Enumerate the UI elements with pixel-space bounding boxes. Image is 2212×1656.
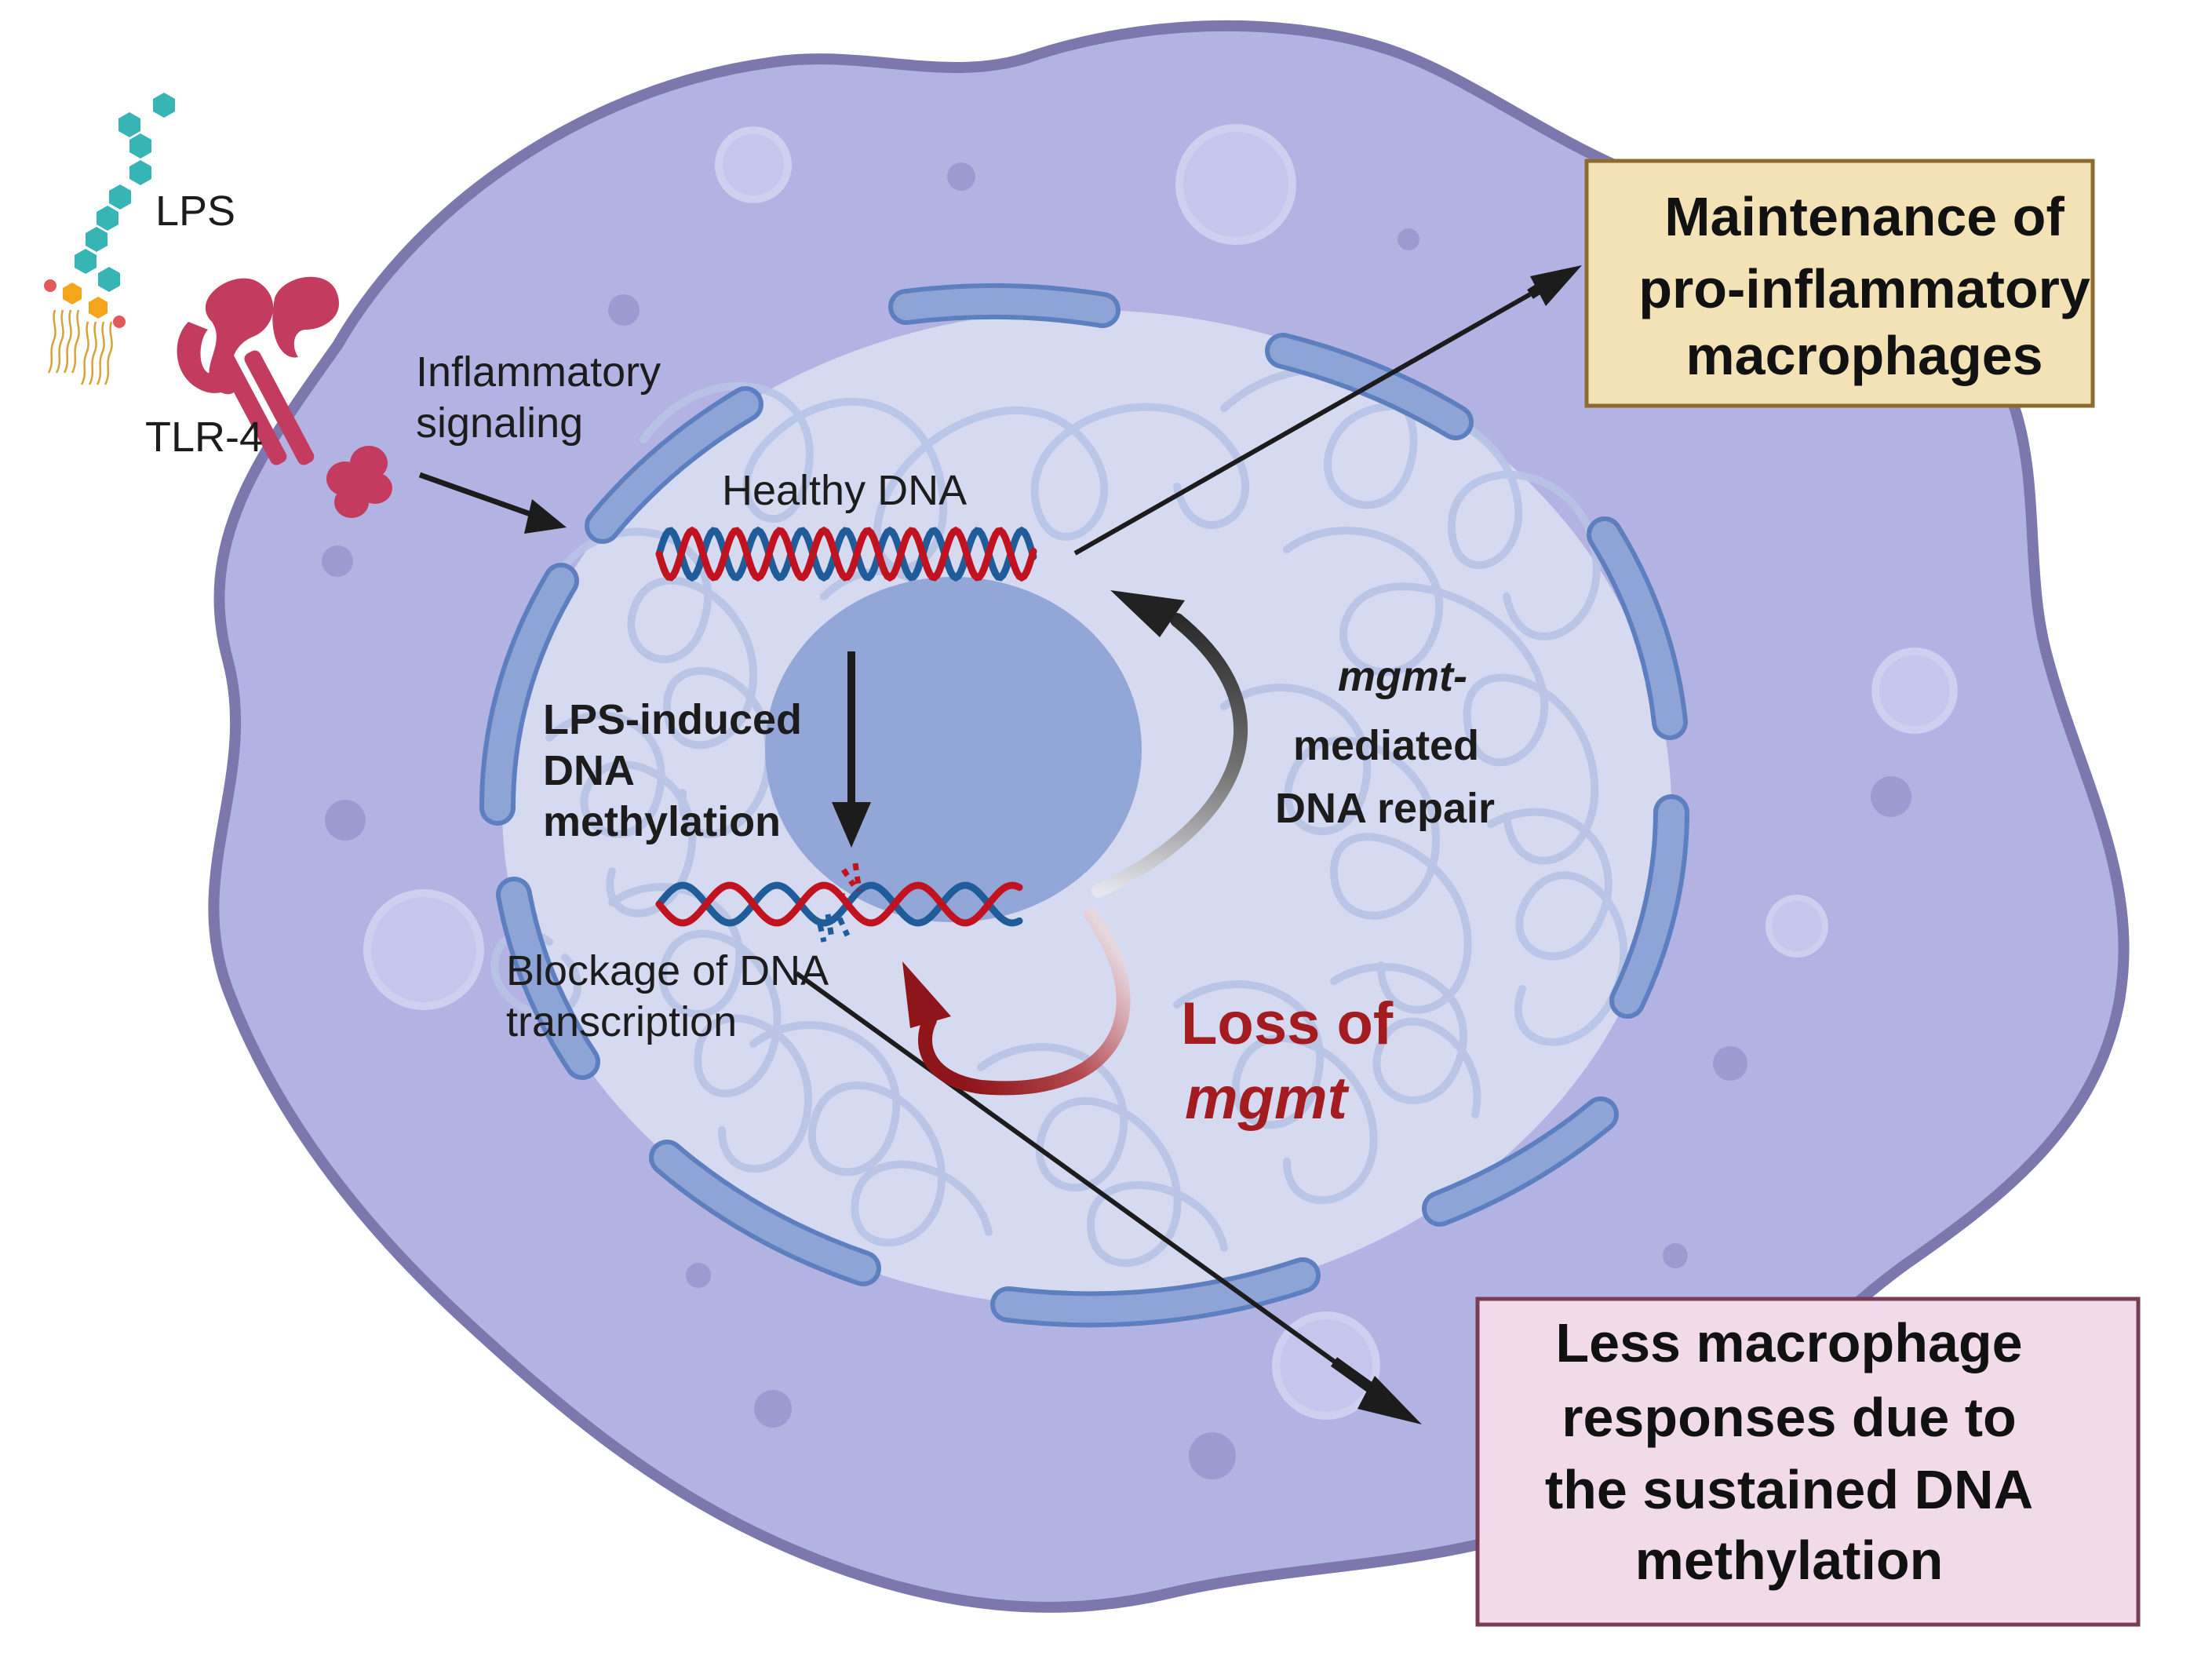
granule — [947, 162, 975, 191]
vesicle — [1766, 895, 1828, 957]
vesicle — [363, 889, 484, 1010]
lps-label: LPS — [155, 188, 235, 235]
mgmt-repair-label-3: DNA repair — [1275, 785, 1495, 832]
less-responses-box-line-4: methylation — [1635, 1530, 1944, 1591]
methylated-dna-helix — [655, 881, 1023, 927]
granule — [325, 800, 366, 841]
healthy-dna-label: Healthy DNA — [722, 467, 967, 514]
cytoplasm-vesicles — [322, 124, 1958, 1479]
granule — [1189, 1432, 1236, 1479]
granule — [1398, 228, 1419, 250]
tlr4-receptor-icon — [177, 276, 392, 518]
vesicle — [1871, 647, 1958, 734]
nuclear-envelope — [479, 283, 1689, 1328]
blockage-label-1: Blockage of DNA — [506, 947, 829, 994]
granule — [686, 1263, 711, 1288]
vesicle — [1272, 1311, 1380, 1420]
blockage-label-2: transcription — [506, 998, 737, 1045]
granule — [1663, 1243, 1688, 1268]
dna-strand-red — [655, 526, 1037, 582]
mgmt-repair-label-1: mgmt- — [1338, 653, 1467, 700]
maintenance-box-line-1: Maintenance of — [1664, 186, 2064, 247]
less-responses-box-line-2: responses due to — [1562, 1387, 2017, 1448]
granule — [1713, 1046, 1747, 1081]
arrow-healthy-to-maintenance — [1073, 265, 1582, 556]
arrow-blockage-to-less-responses — [795, 971, 1422, 1424]
loss-of-mgmt-label-1: Loss of — [1181, 990, 1394, 1057]
arrow-inflammatory-signaling — [418, 472, 567, 534]
maintenance-box: Maintenance of pro-inflammatory macropha… — [1584, 159, 2095, 408]
tlr4-label: TLR-4 — [145, 414, 263, 461]
arrow-loss-of-mgmt — [902, 907, 1131, 1096]
loss-of-mgmt-label-2: mgmt — [1185, 1065, 1350, 1132]
lps-induced-label-3: methylation — [543, 798, 781, 845]
vesicle — [1175, 124, 1296, 245]
maintenance-box-line-2: pro-inflammatory — [1638, 258, 2090, 319]
dna-strand-blue — [655, 881, 1023, 927]
granule — [322, 545, 353, 577]
granule — [1871, 776, 1911, 817]
granule — [754, 1390, 792, 1428]
less-responses-box-line-1: Less macrophage — [1555, 1312, 2022, 1373]
vesicle — [715, 126, 792, 203]
lps-induced-label-1: LPS-induced — [543, 696, 802, 743]
inflammatory-signaling-label-2: signaling — [416, 399, 583, 447]
arrow-mgmt-repair — [1091, 590, 1248, 898]
less-responses-box-line-3: the sustained DNA — [1545, 1459, 2033, 1520]
dna-strand-red — [655, 881, 1023, 927]
methylation-marks — [817, 863, 862, 943]
arrow-lps-induced-methylation — [832, 651, 871, 848]
dna-strand-blue — [655, 526, 1037, 582]
lps-induced-label-2: DNA — [543, 747, 635, 794]
healthy-dna-helix — [655, 526, 1037, 582]
inflammatory-signaling-label-1: Inflammatory — [416, 348, 661, 396]
lps-icon — [44, 93, 175, 385]
nucleolus — [765, 577, 1142, 922]
less-responses-box: Less macrophage responses due to the sus… — [1475, 1297, 2141, 1627]
granule — [608, 294, 640, 326]
mgmt-repair-label-2: mediated — [1293, 722, 1479, 769]
maintenance-box-line-3: macrophages — [1685, 325, 2043, 386]
